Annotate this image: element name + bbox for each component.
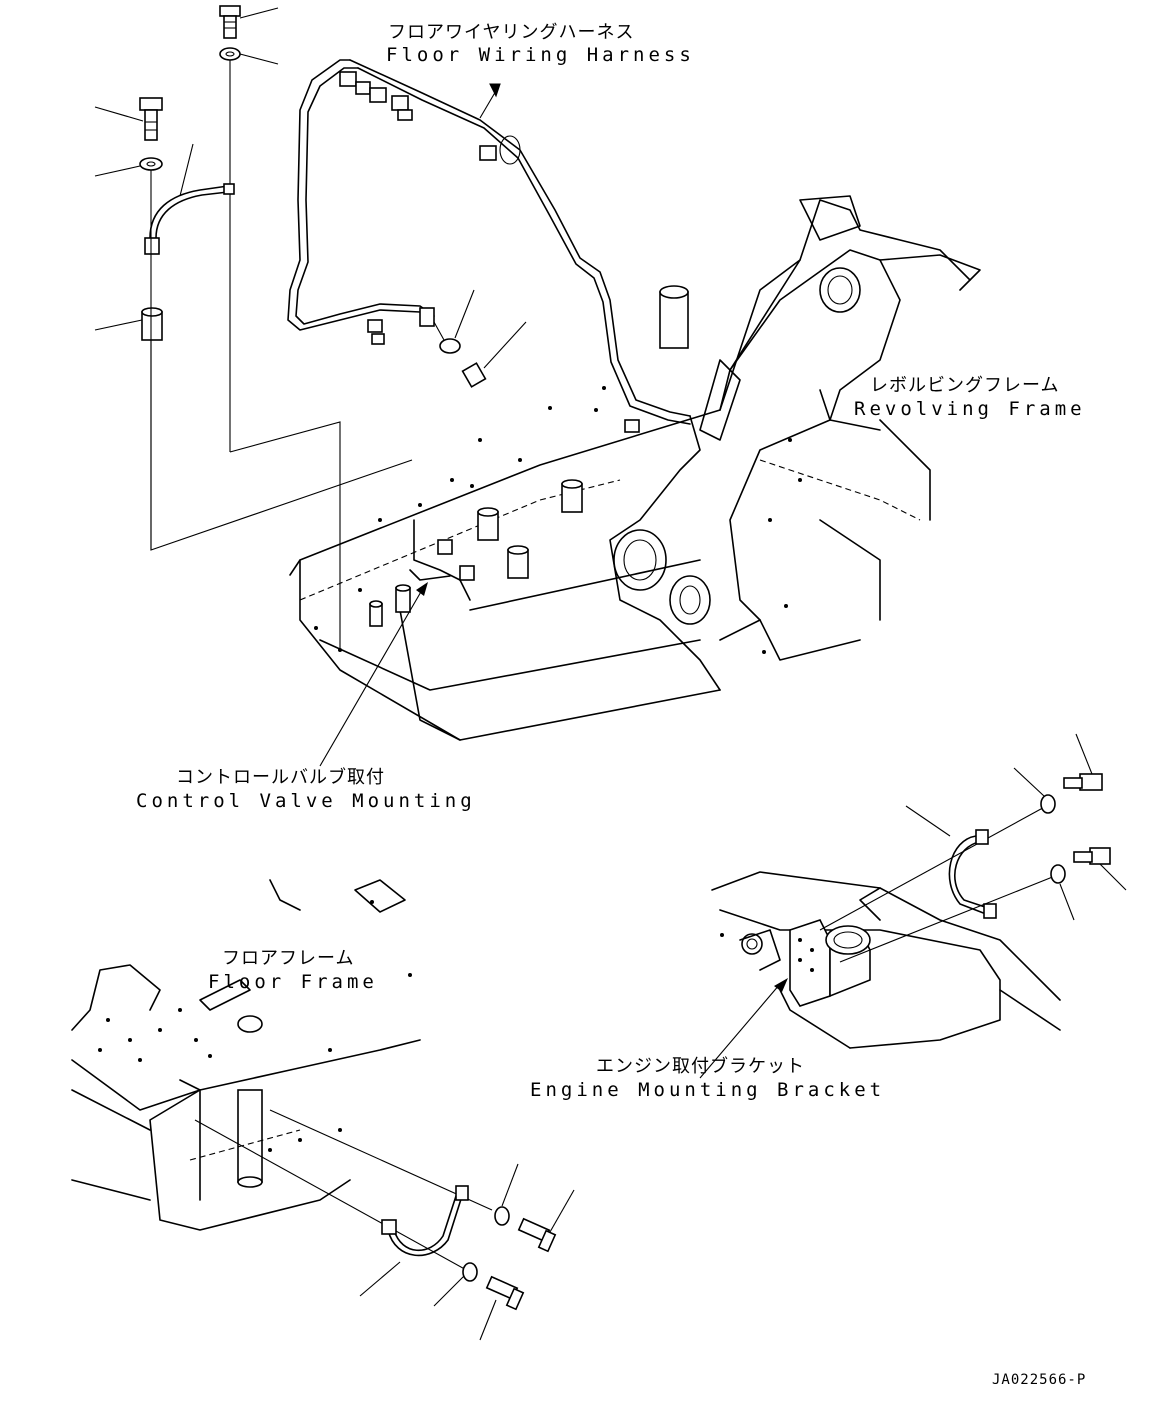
control-valve-mounting-label-en: Control Valve Mounting — [136, 790, 476, 812]
floor-frame-label-jp: フロアフレーム — [222, 948, 355, 969]
right-bolt-2 — [1073, 847, 1127, 891]
revolving-frame — [289, 195, 981, 741]
left-bolt-centerline — [150, 170, 413, 551]
left-washer — [94, 157, 163, 177]
o-ring — [439, 289, 475, 354]
floor-frame — [71, 879, 421, 1231]
control-valve-bosses — [369, 285, 689, 627]
revolving-frame-label-en: Revolving Frame — [854, 398, 1086, 420]
right-washer-1 — [1013, 767, 1056, 814]
control-valve-leader — [319, 582, 428, 767]
floor-wiring-harness — [287, 59, 691, 433]
revolving-frame-label-jp: レボルビングフレーム — [870, 375, 1060, 396]
left-bolt — [94, 97, 163, 141]
right-bolt-1 — [1063, 733, 1103, 791]
spacer-collar — [94, 307, 163, 341]
control-valve-mounting-label-jp: コントロールバルブ取付 — [176, 767, 385, 788]
top-bolt-path — [229, 421, 341, 650]
ground-strap-right — [819, 803, 1061, 963]
engine-mounting-bracket-label-jp: エンジン取付ブラケット — [596, 1056, 805, 1077]
floor-wiring-harness-label-en: Floor Wiring Harness — [386, 44, 695, 66]
bottom-bolt-1 — [517, 1189, 575, 1253]
floor-wiring-harness-label-jp: フロアワイヤリングハーネス — [388, 22, 635, 43]
ground-strap-bottom — [194, 1109, 493, 1297]
drawing-code: JA022566-P — [992, 1372, 1087, 1388]
ground-strap-top — [144, 143, 235, 255]
bottom-bolt-2 — [479, 1275, 525, 1341]
bottom-washer-2 — [433, 1262, 478, 1307]
bottom-washer-1 — [494, 1163, 519, 1226]
right-washer-2 — [1050, 864, 1075, 921]
engine-mounting-bracket-label-en: Engine Mounting Bracket — [530, 1079, 886, 1101]
floor-frame-label-en: Floor Frame — [208, 971, 378, 993]
top-washer — [219, 47, 279, 65]
top-bolt — [219, 5, 279, 39]
frame-holes — [314, 386, 802, 654]
engine-mounting-bracket — [699, 871, 1061, 1079]
fitting — [461, 321, 527, 388]
